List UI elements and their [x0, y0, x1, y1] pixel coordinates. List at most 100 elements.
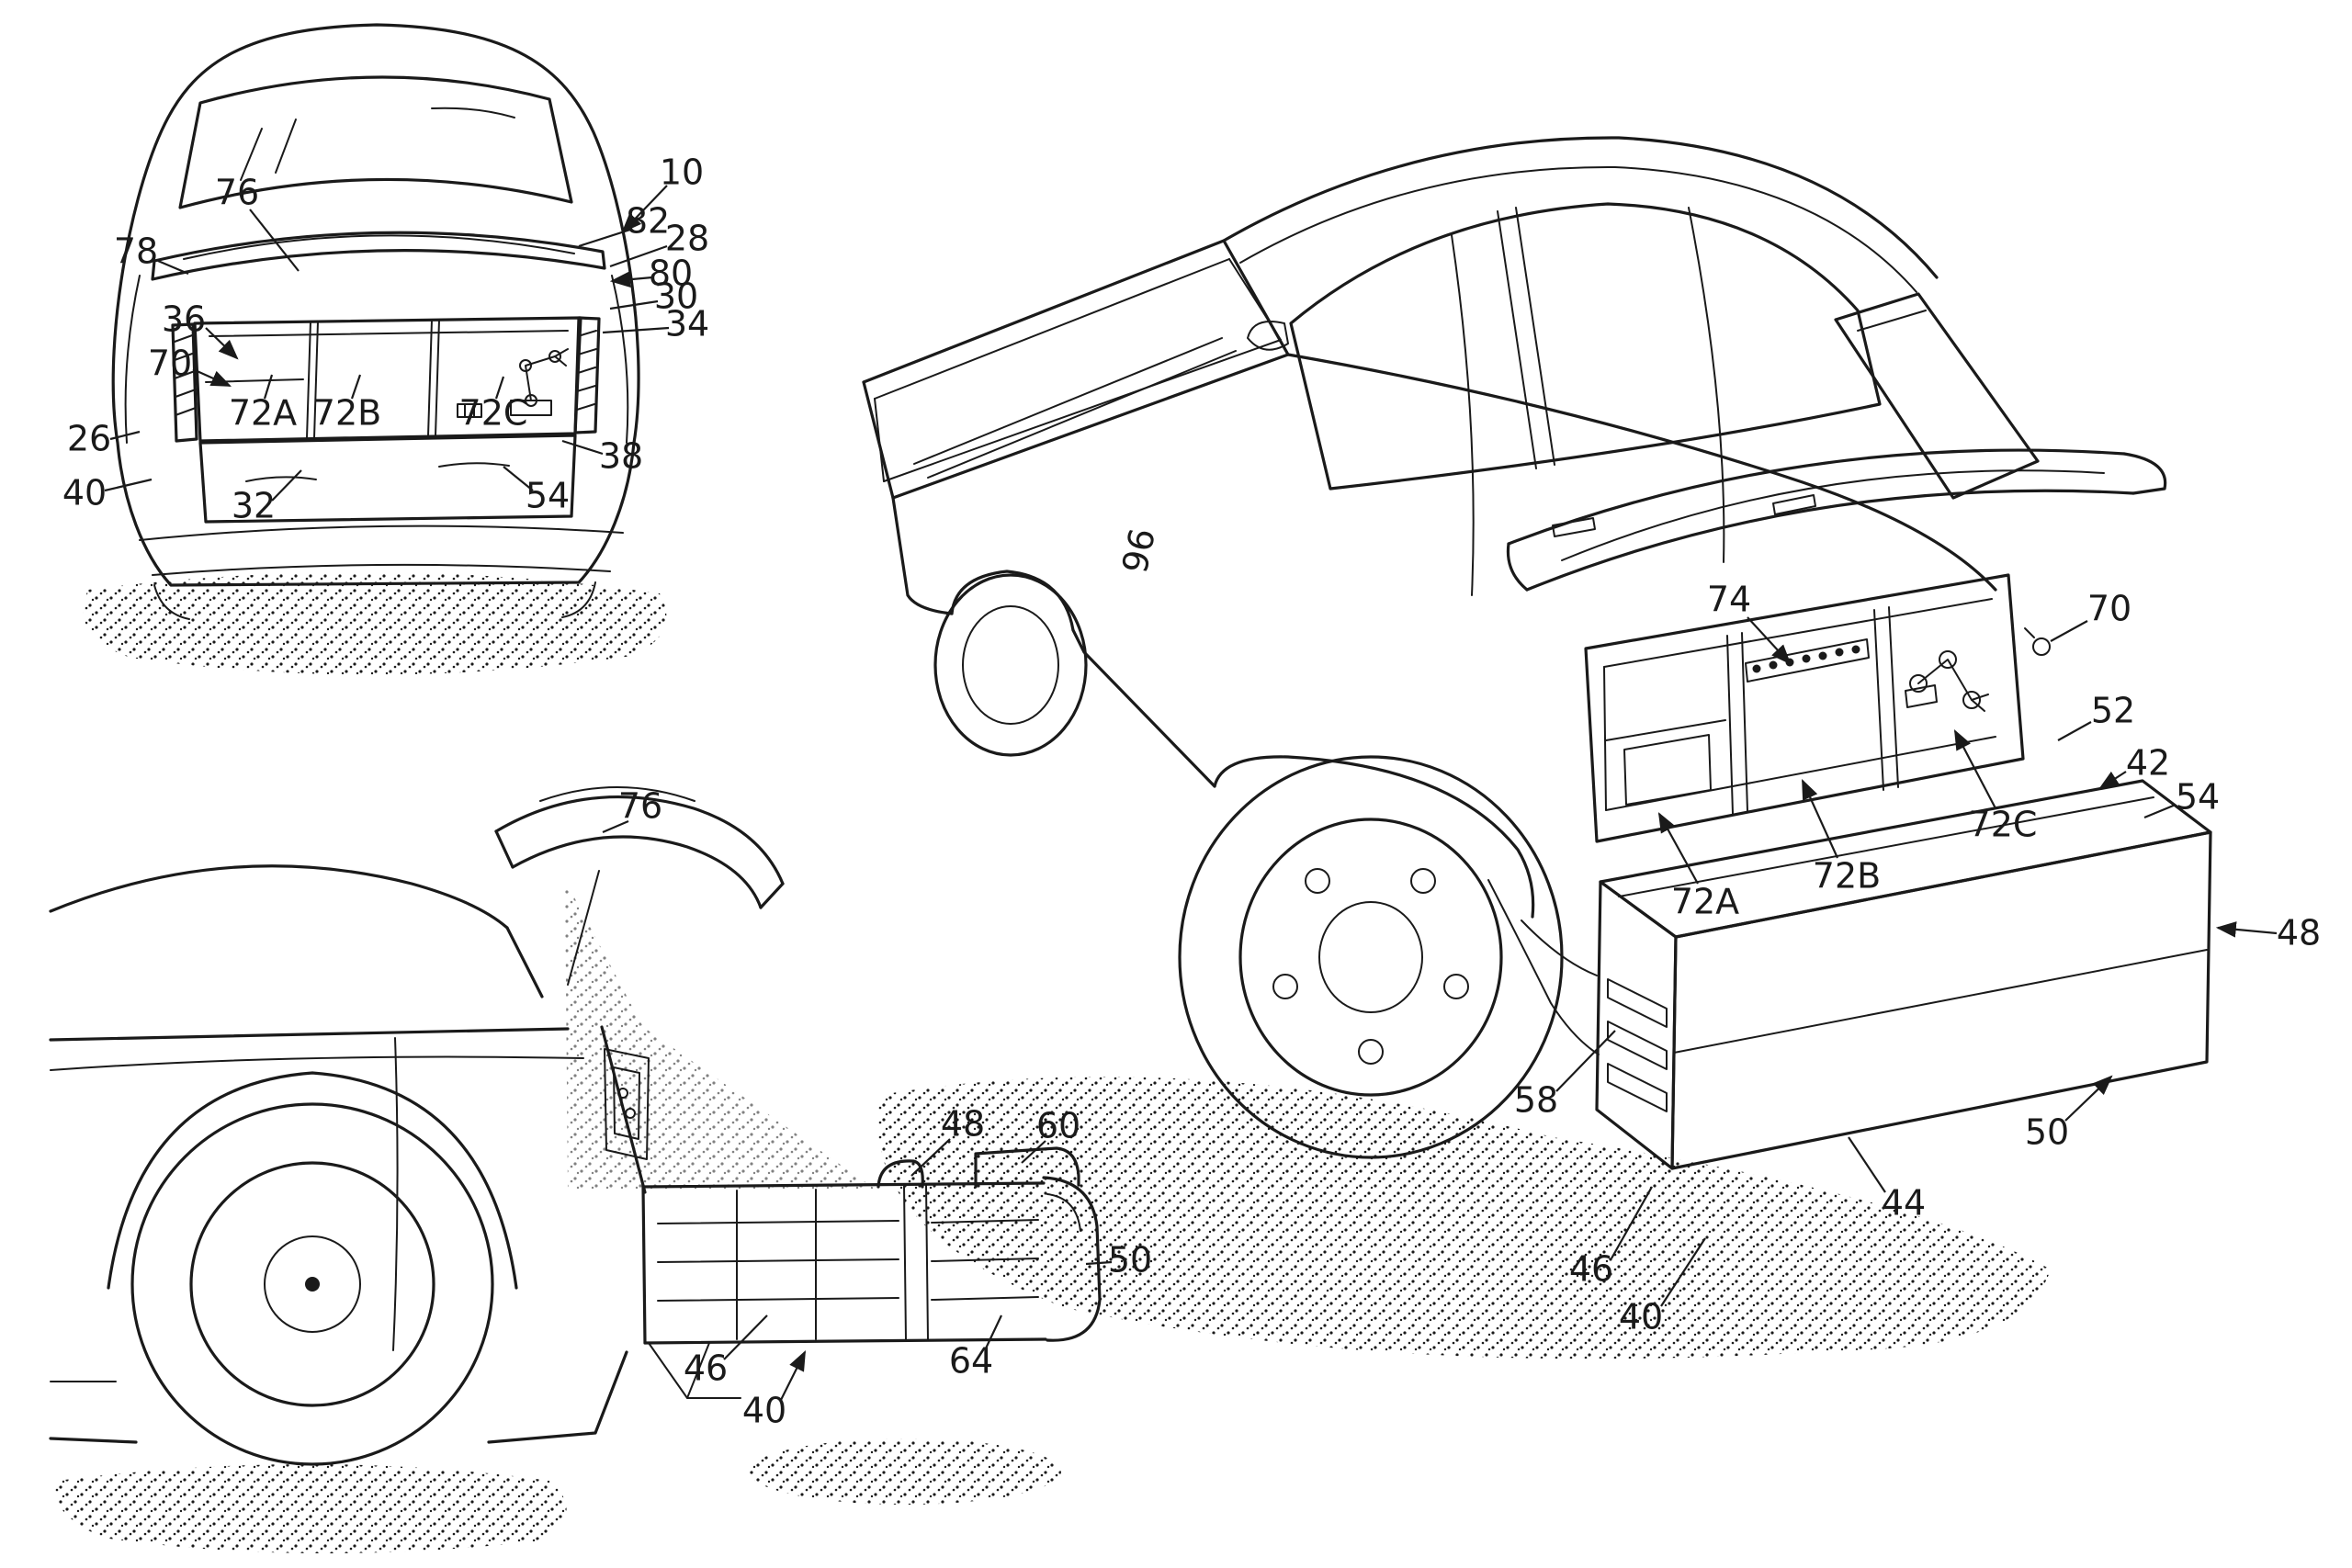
open-hatch-wing — [1506, 292, 2167, 592]
leader-line — [1657, 812, 1699, 885]
bumper — [139, 525, 624, 541]
ref-numeral: 76 — [618, 786, 662, 827]
ref-numeral: 72B — [1813, 856, 1881, 897]
taillight-right — [573, 316, 601, 434]
leader-line — [984, 1314, 1002, 1351]
roofline — [49, 864, 509, 930]
raised-glass — [1834, 292, 2040, 500]
side-glass — [1289, 202, 1882, 491]
leader-line — [109, 430, 141, 441]
leader-line — [205, 327, 239, 360]
leader-line — [723, 1314, 768, 1360]
leader-line — [503, 466, 534, 491]
leader-line — [157, 259, 189, 276]
shelf — [1605, 719, 1726, 741]
mirror — [1247, 321, 1289, 351]
leader-line — [780, 1350, 806, 1401]
leader-line — [1611, 1186, 1653, 1259]
ref-numeral: 72A — [1671, 882, 1739, 922]
ref-numeral: 72B — [313, 393, 381, 434]
artwork — [862, 136, 2212, 1359]
ref-numeral: 76 — [215, 173, 259, 213]
ref-numeral: 26 — [67, 419, 111, 459]
ref-numeral: 46 — [684, 1348, 728, 1389]
door-seam — [1688, 207, 1725, 563]
leader-line — [561, 439, 604, 456]
leader-line — [2064, 1075, 2113, 1122]
robot-arm — [1905, 650, 1989, 712]
ref-numeral: 74 — [1707, 580, 1751, 620]
leader-line — [104, 478, 153, 492]
leader-line — [2057, 721, 2092, 741]
ref-numeral: 72C — [1969, 805, 2038, 845]
spoiler-bar — [151, 231, 606, 281]
ref-numeral: 64 — [949, 1341, 993, 1382]
cargo-drawer — [1595, 779, 2212, 1170]
ref-numeral: 40 — [62, 473, 107, 513]
ref-numeral: 10 — [660, 152, 704, 193]
ref-numeral: 72C — [459, 393, 528, 434]
ref-numeral: 48 — [2277, 913, 2321, 953]
leader-line — [350, 374, 362, 400]
leader-line — [1555, 1030, 1616, 1092]
truck-bed — [862, 239, 1290, 615]
ground-stipple — [55, 1464, 567, 1554]
leader-line — [2050, 620, 2088, 642]
beltline — [1286, 353, 1997, 592]
leader-line — [609, 299, 659, 310]
camera-sensor — [2024, 627, 2051, 656]
view-side-elevation: 76486050464064 — [49, 786, 1152, 1554]
ref-numeral: 40 — [742, 1391, 786, 1431]
ground-stipple — [877, 1077, 2051, 1359]
divider-wall — [1726, 632, 1748, 815]
open-hatch-glass — [178, 75, 573, 209]
leader-line — [621, 185, 668, 233]
ground-stipple-carrier — [749, 1438, 1061, 1505]
ref-numeral: 34 — [665, 304, 709, 344]
sensor-strip — [1745, 638, 1870, 682]
beltline — [49, 1027, 570, 1042]
ref-numeral: 44 — [1882, 1183, 1926, 1224]
ref-numeral: 52 — [2091, 691, 2135, 731]
door-seam — [392, 1037, 399, 1351]
lower-tailgate-panel — [198, 434, 577, 524]
artwork — [49, 786, 1102, 1554]
artwork — [83, 23, 667, 675]
leader-line — [271, 469, 302, 502]
ref-numeral: 28 — [665, 219, 709, 259]
divider-wall — [1873, 606, 1899, 791]
door-seam — [1451, 234, 1475, 596]
leader-line — [609, 271, 653, 288]
open-trunk-lid — [494, 786, 785, 986]
leader-line — [602, 819, 629, 834]
leader-line — [192, 367, 232, 388]
ref-numeral: 70 — [2087, 589, 2132, 629]
leader-line — [249, 209, 300, 272]
ref-numeral: 30 — [654, 276, 698, 317]
rear-cargo-opening — [1584, 573, 2051, 843]
ref-numeral: 80 — [649, 254, 693, 294]
ref-numeral: 50 — [2025, 1112, 2069, 1153]
vent-slats — [1607, 978, 1668, 1112]
ref-numeral: 42 — [2126, 743, 2170, 784]
leader-line — [1660, 1237, 1706, 1307]
ref-numeral: 40 — [1619, 1297, 1663, 1337]
leader-line — [2143, 803, 2177, 819]
ref-numeral: 82 — [626, 201, 670, 242]
leader-line — [1747, 616, 1792, 665]
leader-line — [2098, 771, 2127, 790]
leader-line — [1801, 778, 1839, 859]
cavity-stipple — [565, 880, 877, 1190]
leader-line — [609, 244, 668, 268]
taillight-left — [171, 322, 198, 443]
leader-line — [494, 376, 505, 400]
leader-line — [602, 326, 670, 334]
front-wheel — [933, 570, 1216, 788]
leader-line — [263, 374, 274, 400]
ref-numeral: 78 — [114, 231, 158, 272]
ref-numeral: 54 — [2176, 777, 2220, 818]
